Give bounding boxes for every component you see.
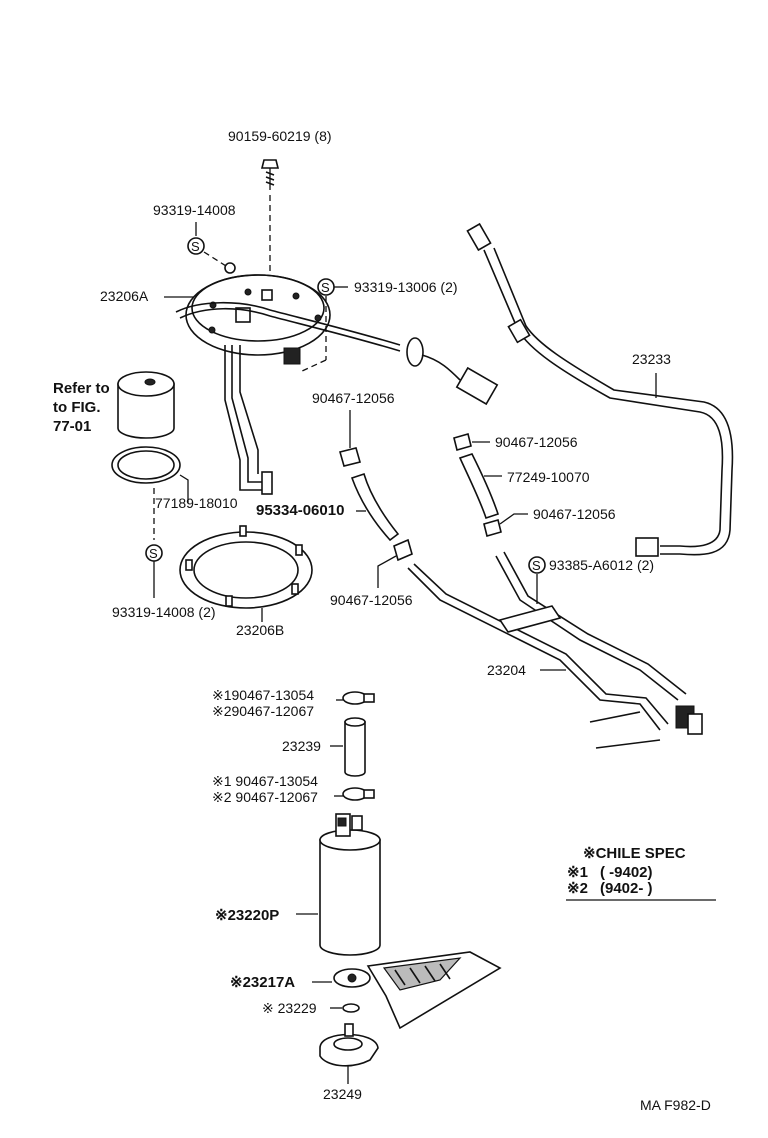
footer-code: MA F982-D: [640, 1097, 711, 1113]
washer-label: ※ 23229: [262, 1000, 317, 1016]
gasket-ring: [111, 446, 181, 484]
tube-23233: [466, 222, 734, 557]
legend-row2-range: (9402- ): [600, 880, 653, 897]
refer-line-1: Refer to: [53, 380, 110, 397]
sealer-plate-dash-2: [299, 359, 327, 373]
sealer-ring-top: [224, 262, 236, 274]
legend-title: ※CHILE SPEC: [583, 845, 686, 862]
sealer-bottom-label: 93319-14008 (2): [112, 604, 216, 620]
legend-row1-range: ( -9402): [600, 864, 653, 881]
sender-wire-connector: [406, 337, 499, 406]
cushion-23249: [319, 1023, 379, 1067]
hose-pump-23239: [344, 717, 366, 777]
clamp-pump-bot-2: ※2 90467-12067: [212, 789, 318, 805]
hose-right-label: 77249-10070: [507, 469, 590, 485]
gasket-leader: [179, 474, 189, 503]
plate-b-label: 23206B: [236, 622, 284, 638]
refer-line-2: to FIG.: [53, 399, 101, 416]
sealer-symbol-top: S: [187, 237, 205, 255]
clamp-pump-top: [342, 691, 375, 705]
clamp-left-lower-leader: [377, 555, 397, 588]
sealer-tube-label: 93385-A6012 (2): [549, 557, 654, 573]
legend-row2-mark: ※2: [567, 880, 588, 897]
filter-label: ※23217A: [230, 974, 295, 991]
plate-b-ring: [179, 525, 313, 609]
sealer-symbol-tube: S: [528, 556, 546, 574]
clamp-left-lower-label: 90467-12056: [330, 592, 413, 608]
clamp-pump-bottom: [342, 787, 375, 801]
clamp-right-lower-leader: [499, 513, 528, 525]
cushion-label: 23249: [323, 1086, 362, 1102]
clamp-right-upper-label: 90467-12056: [495, 434, 578, 450]
tube-assy-label: 23204: [487, 662, 526, 678]
fuel-pump-23220P: [319, 813, 381, 956]
gasket-label: 77189-18010: [155, 495, 238, 511]
sealer-top-label: 93319-14008: [153, 202, 236, 218]
hose-left-label: 95334-06010: [256, 502, 344, 519]
plate-a-label: 23206A: [100, 288, 149, 304]
sealer-symbol-bottom-text: S: [149, 546, 158, 561]
clamp-right-upper: [453, 433, 472, 451]
tube-23233-label: 23233: [632, 351, 671, 367]
clamp-right-lower-label: 90467-12056: [533, 506, 616, 522]
refer-line-3: 77-01: [53, 418, 91, 435]
clamp-right-lower: [483, 519, 502, 537]
hose-pump-label: 23239: [282, 738, 321, 754]
sealer-symbol-tube-text: S: [532, 558, 541, 573]
chile-spec-legend: ※CHILE SPEC ※1 ( -9402) ※2 (9402- ): [566, 845, 716, 901]
hose-right: [458, 453, 500, 520]
tube-assembly-23204: [407, 551, 703, 749]
clamp-pump-top-1: ※190467-13054: [212, 687, 314, 703]
clamp-left-upper-label: 90467-12056: [312, 390, 395, 406]
bolt-part: [260, 159, 280, 190]
fuel-filter-canister: [117, 371, 175, 439]
hose-left: [350, 472, 400, 542]
pump-label: ※23220P: [215, 907, 279, 924]
fuel-sender-plate-a: [175, 274, 401, 495]
pump-filter-23217A: [333, 951, 502, 1030]
clamp-pump-bot-1: ※1 90467-13054: [212, 773, 318, 789]
washer-23229: [342, 1003, 360, 1013]
bolt-label: 90159-60219 (8): [228, 128, 332, 144]
clamp-left-upper: [339, 447, 361, 467]
sealer-symbol-plate: S: [317, 278, 335, 296]
legend-row1-mark: ※1: [567, 864, 588, 881]
clamp-left-lower: [393, 538, 413, 562]
sealer-symbol-bottom: S: [145, 544, 163, 562]
sealer-top-dash: [203, 251, 227, 267]
sealer-plate-label: 93319-13006 (2): [354, 279, 458, 295]
sealer-symbol-top-text: S: [191, 239, 200, 254]
sealer-symbol-plate-text: S: [321, 280, 330, 295]
clamp-pump-top-2: ※290467-12067: [212, 703, 314, 719]
